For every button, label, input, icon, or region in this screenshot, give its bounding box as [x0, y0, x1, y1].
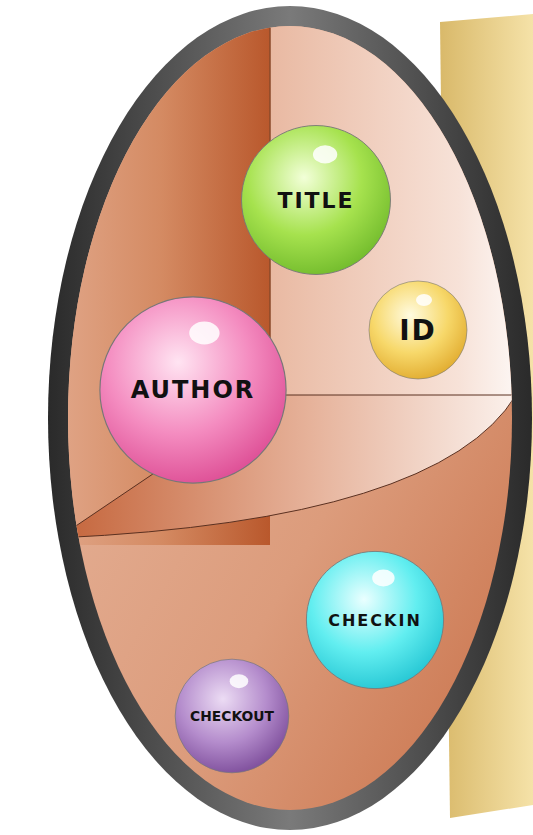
- checkout-sphere: CHECKOUT: [174, 658, 290, 774]
- author-sphere: AUTHOR: [98, 295, 288, 485]
- checkin-sphere: CHECKIN: [305, 550, 445, 690]
- sphere-label: ID: [399, 314, 437, 347]
- sphere-label: CHECKIN: [328, 611, 422, 630]
- back-wall: [270, 0, 533, 396]
- sphere-label: AUTHOR: [131, 376, 256, 404]
- title-sphere: TITLE: [240, 124, 392, 276]
- sphere-label: TITLE: [277, 188, 354, 213]
- sphere-label: CHECKOUT: [190, 708, 274, 724]
- id-sphere: ID: [368, 280, 468, 380]
